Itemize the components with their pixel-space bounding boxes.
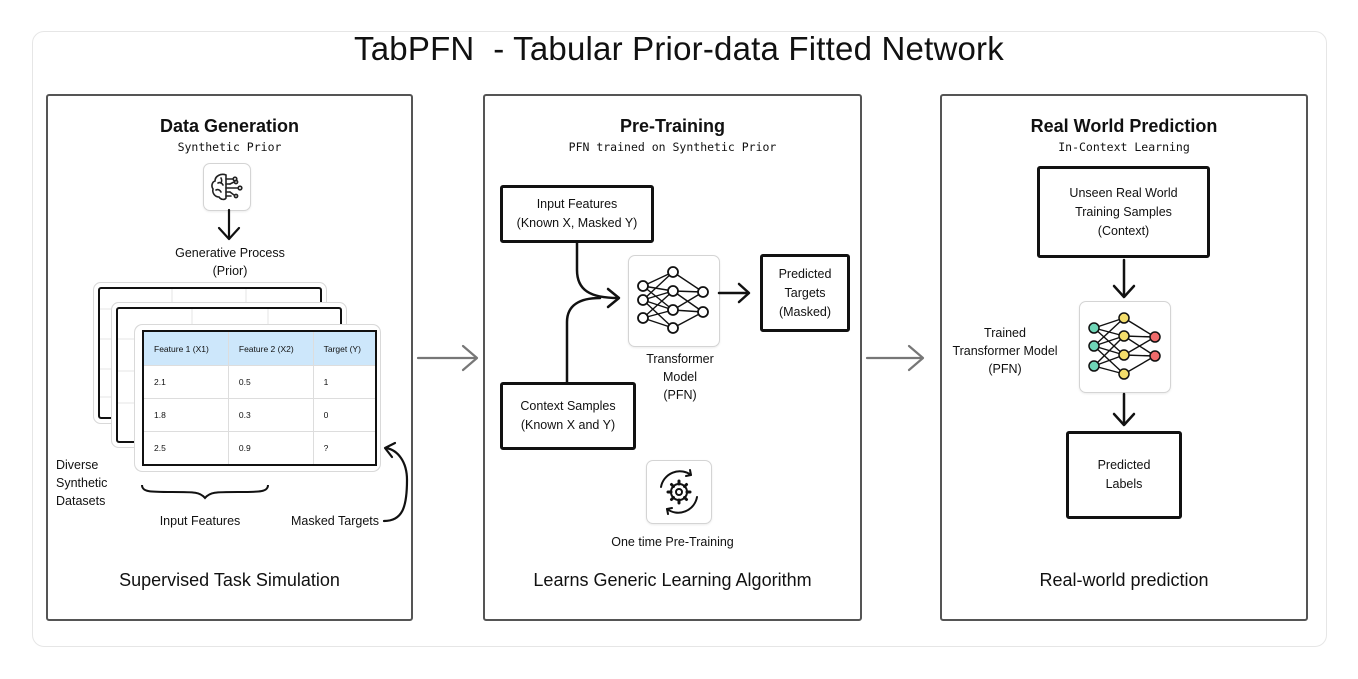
predicted-box-line: Predicted [778, 266, 832, 281]
column-header: Feature 1 (X1) [143, 331, 229, 366]
panel-heading: Pre-Training [619, 116, 726, 136]
panel-footer: Real-world prediction [1039, 570, 1209, 590]
context-box-line: Context Samples [520, 399, 616, 413]
gear-cycle-icon [646, 460, 712, 524]
model-label-line: Model [662, 370, 698, 384]
table-row: 2.1 0.5 1 [143, 365, 376, 399]
input-features-brace [141, 484, 269, 500]
panel-footer: Learns Generic Learning Algorithm [533, 570, 812, 590]
neural-network-icon [628, 255, 720, 347]
trained-label-line: Transformer Model [952, 344, 1058, 358]
panel-subheading: Synthetic Prior [177, 140, 282, 154]
table-cell: 0 [313, 398, 376, 432]
merge-arrow [565, 241, 621, 384]
unseen-box-line: Training Samples [1075, 204, 1172, 219]
unseen-samples-box: Unseen Real World Training Samples (Cont… [1037, 166, 1210, 258]
input-features-box: Input Features (Known X, Masked Y) [500, 185, 654, 243]
trained-label-line: Trained [984, 326, 1026, 340]
table-row: 2.5 0.9 ? [143, 431, 376, 465]
trained-model-label: Trained Transformer Model (PFN) [945, 324, 1065, 378]
table-cell: 0.3 [228, 398, 314, 432]
context-samples-box: Context Samples (Known X and Y) [500, 382, 636, 450]
panel-subheading: In-Context Learning [1058, 140, 1190, 154]
output-arrow [717, 282, 751, 304]
panel-arrow [865, 344, 925, 372]
predicted-targets-box: Predicted Targets (Masked) [760, 254, 850, 332]
down-arrow [1112, 392, 1136, 427]
input-box-line: (Known X, Masked Y) [516, 216, 638, 230]
model-label-line: Transformer [646, 352, 714, 366]
panel-subheading: PFN trained on Synthetic Prior [568, 140, 777, 154]
table-cell: 1.8 [143, 398, 229, 432]
panel-footer: Supervised Task Simulation [119, 570, 340, 590]
table-cell: 0.5 [228, 365, 314, 399]
down-arrow [217, 208, 241, 241]
panel-arrow [416, 344, 479, 372]
input-box-line: Input Features [536, 197, 618, 211]
transformer-model-label: Transformer Model (PFN) [630, 350, 730, 404]
trained-label-line: (PFN) [988, 362, 1022, 376]
table-cell: 2.5 [143, 431, 229, 465]
datasets-label: Diverse Synthetic Datasets [56, 456, 126, 510]
panel-pre-training: Pre-Training PFN trained on Synthetic Pr… [483, 94, 862, 621]
pretraining-label: One time Pre-Training [611, 535, 734, 549]
column-header: Target (Y) [313, 331, 376, 366]
column-header: Feature 2 (X2) [228, 331, 314, 366]
model-label-line: (PFN) [663, 388, 697, 402]
unseen-box-line: Unseen Real World [1069, 185, 1178, 200]
predicted-labels-box: Predicted Labels [1066, 431, 1182, 519]
generative-label-line: (Prior) [212, 264, 248, 278]
datasets-label-line: Synthetic [56, 476, 108, 490]
datasets-label-line: Datasets [56, 494, 106, 508]
table-cell: 0.9 [228, 431, 314, 465]
brain-circuit-icon [203, 163, 251, 211]
input-features-label: Input Features [159, 514, 241, 528]
generative-process-label: Generative Process (Prior) [150, 244, 310, 280]
down-arrow [1112, 258, 1136, 299]
panel-heading: Real World Prediction [1030, 116, 1218, 136]
predicted-box-line: (Masked) [778, 304, 832, 319]
table-cell: 2.1 [143, 365, 229, 399]
masked-targets-label: Masked Targets [290, 514, 379, 528]
neural-network-colored-icon [1079, 301, 1171, 393]
generative-label-line: Generative Process [175, 246, 285, 260]
diagram-title: TabPFN - Tabular Prior-data Fitted Netwo… [354, 30, 1004, 67]
table-cell: 1 [313, 365, 376, 399]
masked-target-arrow [382, 441, 409, 523]
table-cell: ? [313, 431, 376, 465]
datasets-label-line: Diverse [56, 458, 99, 472]
synthetic-dataset-table: Feature 1 (X1) Feature 2 (X2) Target (Y)… [142, 330, 377, 466]
unseen-box-line: (Context) [1097, 223, 1150, 238]
panel-heading: Data Generation [159, 116, 300, 136]
table-row: 1.8 0.3 0 [143, 398, 376, 432]
output-box-line: Predicted [1097, 458, 1151, 472]
predicted-box-line: Targets [784, 285, 826, 300]
table-header-row: Feature 1 (X1) Feature 2 (X2) Target (Y) [143, 331, 376, 366]
context-box-line: (Known X and Y) [520, 418, 616, 432]
output-box-line: Labels [1105, 477, 1143, 491]
